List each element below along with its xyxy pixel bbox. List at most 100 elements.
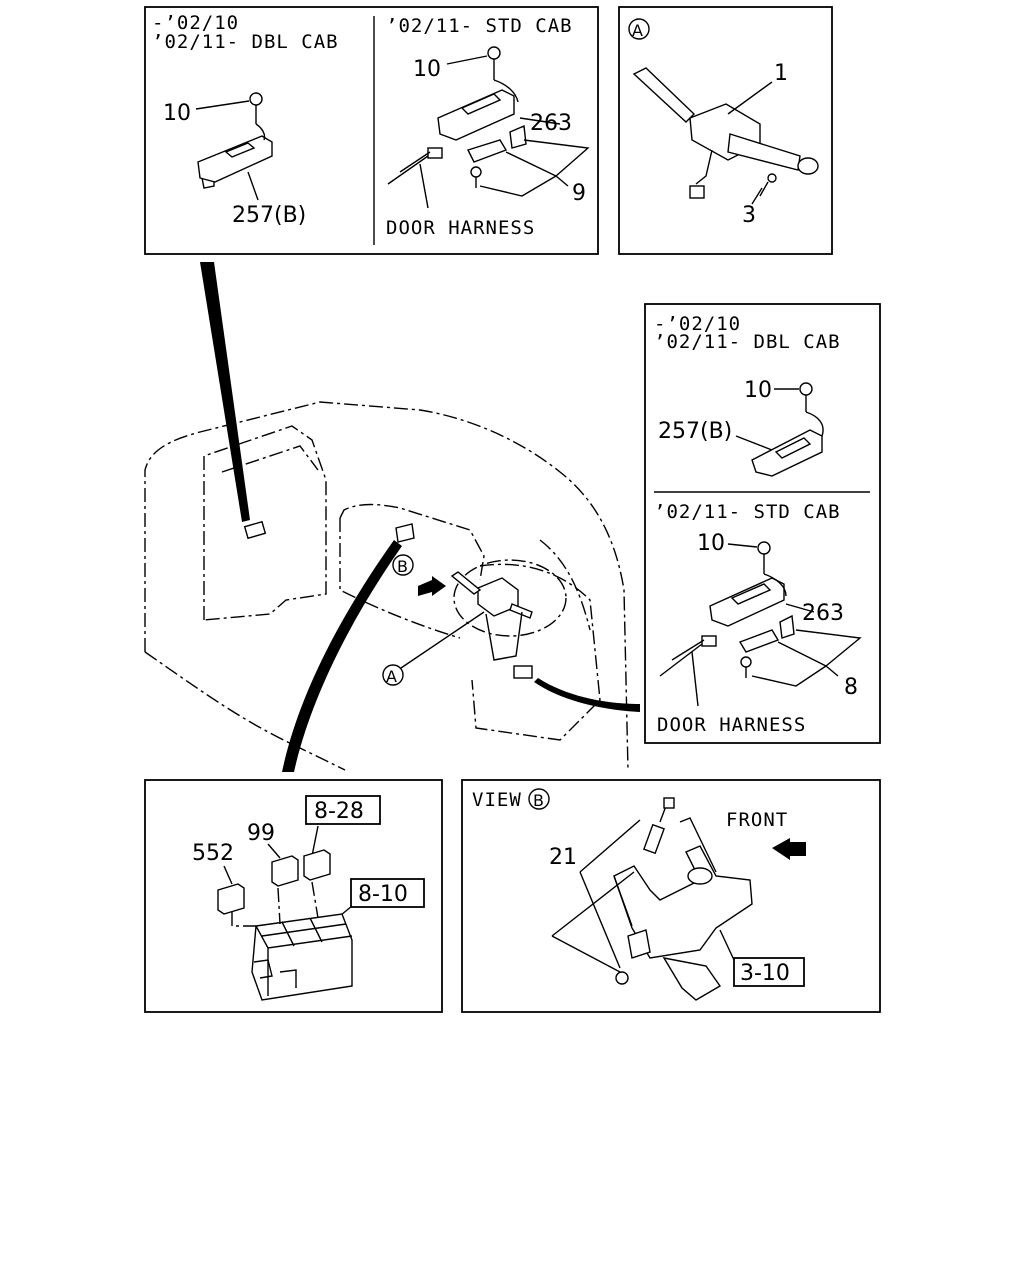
bracket-icon	[738, 614, 795, 653]
left-door-window	[221, 445, 319, 473]
leader-switch-right	[519, 117, 561, 125]
bracket-lower-label: 8	[844, 675, 858, 700]
panel-window-switch-passenger: -’02/10 ’02/11- DBL CAB 10 257(B) ’02/11…	[644, 303, 881, 744]
switch-left-label: 257(B)	[232, 203, 306, 228]
leader-bracket-lower	[751, 629, 862, 687]
period-std-label: ’02/11- STD CAB	[654, 501, 841, 523]
marker-a-label: A	[386, 667, 397, 686]
harness-label: DOOR HARNESS	[386, 217, 535, 239]
front-arrow-icon	[772, 838, 806, 860]
dashboard-top	[339, 503, 485, 581]
leader-bracket-right	[479, 139, 590, 197]
left-door-outline	[203, 425, 327, 621]
marker-circle	[628, 18, 650, 40]
ref-box-lower	[350, 878, 425, 908]
switch-21-label: 21	[549, 845, 577, 870]
screw-icon	[757, 541, 771, 574]
marker-b-label: B	[397, 557, 408, 576]
leader-marker-a	[400, 611, 485, 669]
relay-552-label: 552	[192, 841, 234, 866]
bolt-icon	[470, 166, 482, 188]
panel-frame	[144, 6, 599, 255]
ref-box	[733, 957, 805, 987]
combination-switch-icon	[632, 67, 819, 199]
pedal-bracket-icon	[613, 817, 753, 1001]
screw-icon	[759, 173, 777, 197]
switch-right-label: 263	[530, 111, 572, 136]
leader-relay-552	[223, 865, 233, 885]
relay-icon	[217, 849, 331, 915]
switch-lower-label: 263	[802, 601, 844, 626]
leader-ref	[719, 929, 735, 961]
bracket-right-label: 9	[572, 181, 586, 206]
callout-swoosh-relay	[282, 540, 402, 772]
leader-combo-switch	[727, 81, 773, 115]
relay-99-label: 99	[247, 821, 275, 846]
panel-window-switch-driver: -’02/10 ’02/11- DBL CAB ’02/11- STD CAB …	[144, 6, 599, 255]
harness-connector-icon	[387, 147, 443, 209]
left-switch-icon	[243, 520, 267, 540]
bracket-icon	[467, 124, 527, 163]
ref-label: 3-10	[740, 961, 790, 986]
panel-frame	[618, 6, 833, 255]
panel-frame	[461, 779, 881, 1013]
screw-left-label: 10	[163, 101, 191, 126]
leader-switch-lower	[785, 603, 815, 613]
ref-upper-label: 8-28	[314, 799, 364, 824]
panel-view-b: VIEW B FRONT 21 3-10	[461, 779, 881, 1013]
harness-connector-icon	[659, 635, 717, 707]
marker-a-circle	[382, 664, 404, 686]
arrow-b-icon	[418, 576, 446, 596]
steering-column-icon	[450, 559, 567, 661]
period-std-label: ’02/11- STD CAB	[386, 15, 573, 37]
right-switch-icon	[513, 665, 533, 679]
screw-lower-label: 10	[697, 531, 725, 556]
leader-screw-a	[751, 187, 763, 205]
cab-outline	[144, 401, 629, 771]
period-dbl-label: ’02/11- DBL CAB	[654, 331, 841, 353]
leader-switch-left	[247, 171, 259, 201]
harness-label: DOOR HARNESS	[657, 714, 806, 736]
cab-interior-view: B A	[144, 401, 629, 771]
panel-frame	[644, 303, 881, 744]
window-switch-icon	[437, 79, 519, 141]
screw-right-label: 10	[413, 57, 441, 82]
marker-b-circle	[392, 554, 414, 576]
callout-swoosh-left	[200, 262, 250, 522]
leader-ref-upper	[311, 825, 319, 857]
callout-swoosh-right	[534, 678, 640, 712]
pillar-line	[539, 539, 591, 631]
dashboard-front	[339, 518, 461, 639]
view-title: VIEW	[472, 789, 522, 811]
window-switch-icon	[709, 573, 787, 627]
window-switch-icon	[751, 411, 824, 477]
view-marker-label: B	[533, 791, 544, 810]
ref-lower-label: 8-10	[358, 882, 408, 907]
screw-upper-label: 10	[744, 378, 772, 403]
leader-relay-99	[267, 843, 281, 859]
leader-switch-21	[551, 819, 641, 973]
nut-icon	[615, 971, 629, 985]
right-door-outline	[471, 563, 601, 741]
panel-relay: 8-28 8-10 99 552	[144, 779, 443, 1013]
screw-icon	[799, 382, 813, 412]
leader-screw-left	[195, 100, 250, 110]
leader-screw-right	[446, 55, 488, 65]
panel-frame	[144, 779, 443, 1013]
switch-upper-label: 257(B)	[658, 419, 732, 444]
leader-screw-lower	[727, 543, 758, 548]
screw-icon	[249, 92, 263, 124]
screw-icon	[487, 46, 501, 80]
bolt-icon	[740, 656, 752, 678]
front-label: FRONT	[726, 809, 788, 831]
leader-switch-upper	[735, 435, 773, 451]
screw-a-label: 3	[742, 203, 756, 228]
marker-a-label: A	[632, 21, 643, 40]
period-dbl-label: ’02/11- DBL CAB	[152, 31, 339, 53]
combo-switch-label: 1	[774, 61, 788, 86]
period-early-label: -’02/10	[152, 12, 239, 34]
ref-box-upper	[305, 795, 381, 825]
relay-box-icon	[231, 881, 353, 1001]
stop-lamp-switch-icon	[643, 797, 675, 855]
